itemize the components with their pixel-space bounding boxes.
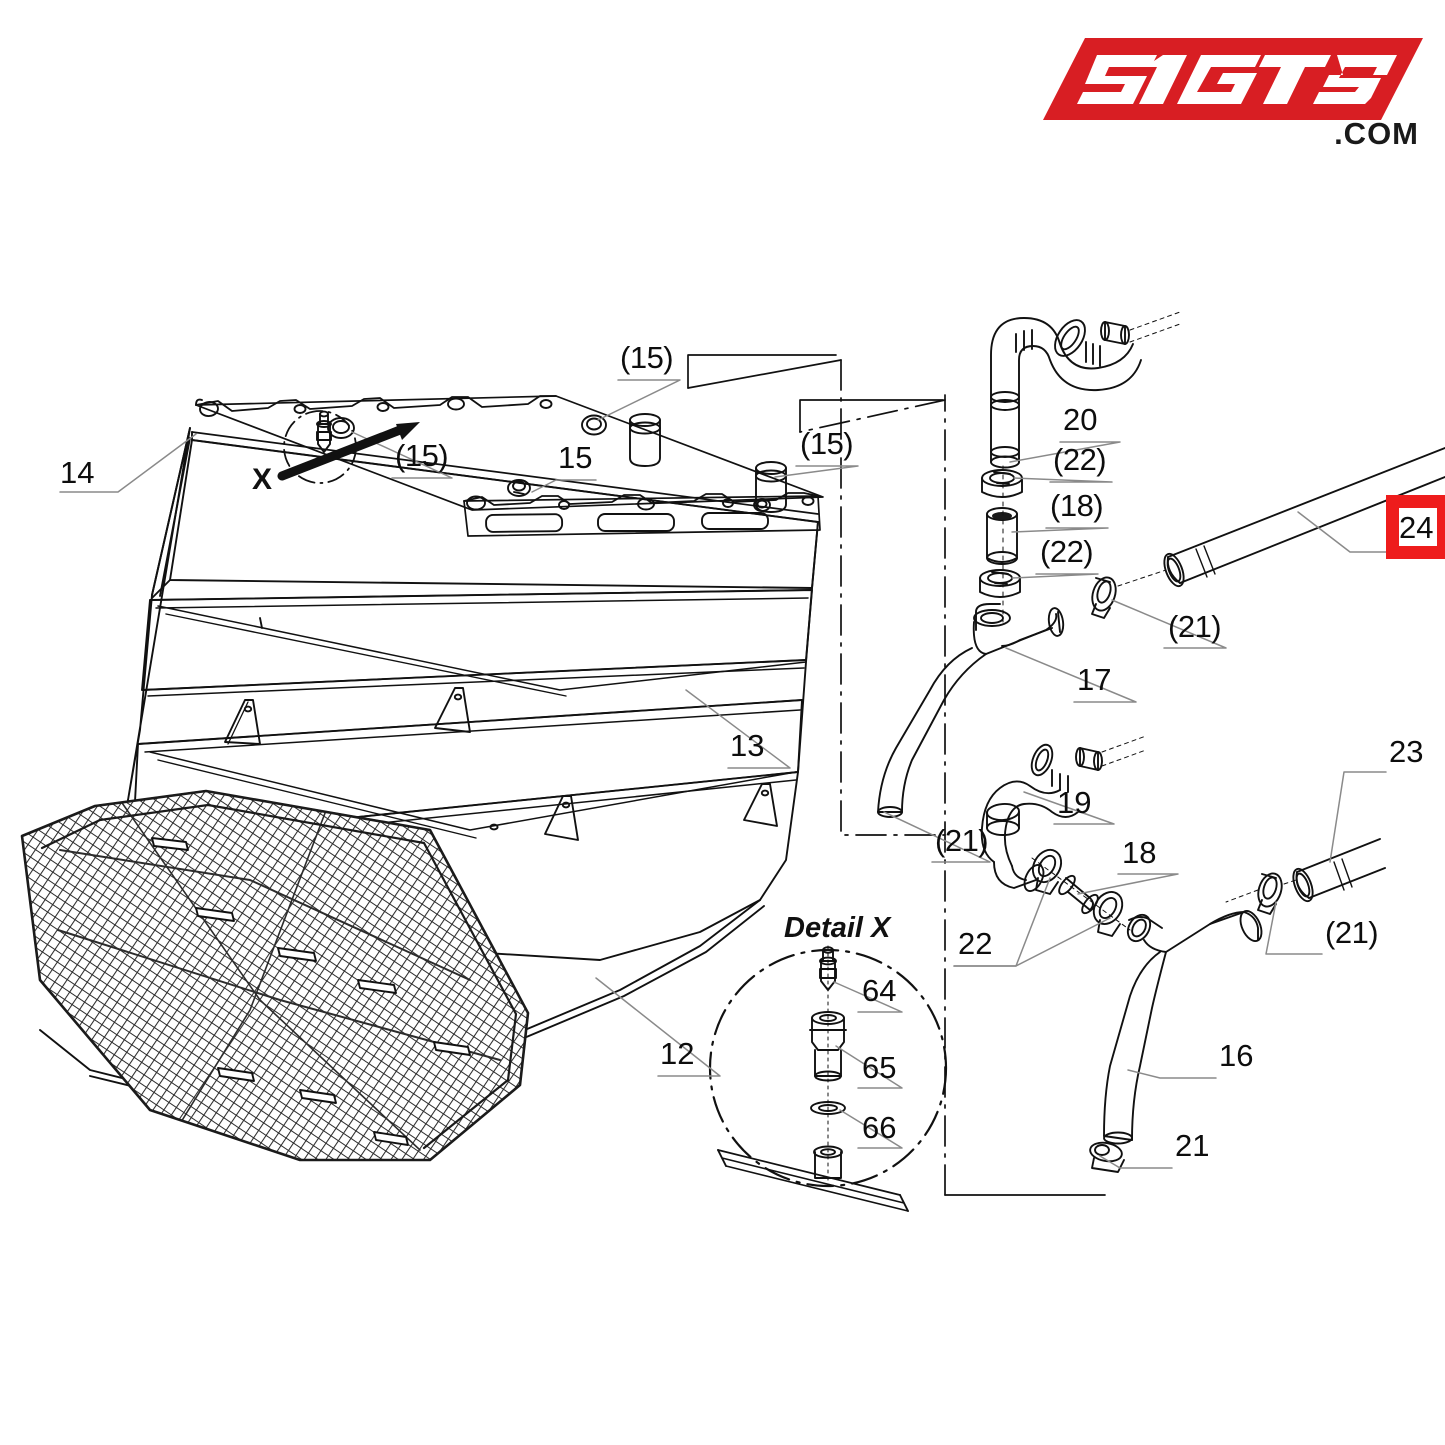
part-callout-18: (18): [1050, 488, 1104, 523]
section-marker-x-tip: [396, 422, 420, 440]
assembly-boundaries: [687, 354, 1106, 1196]
part-callout-15: (15): [395, 438, 449, 473]
connector-stack-lower: [1031, 848, 1131, 937]
part-callout-21: (21): [935, 823, 989, 858]
hose-20-assembly: [990, 311, 1181, 469]
part-callout-23: 23: [1389, 734, 1424, 769]
part-callout-22: (22): [1040, 534, 1094, 569]
part-callout-16: 16: [1219, 1038, 1254, 1073]
part-callout-20: 20: [1063, 402, 1098, 437]
part-callout-18: 18: [1122, 835, 1157, 870]
grille-mesh-screen: [20, 789, 530, 1162]
hose-16: [1089, 909, 1263, 1173]
clamp-21-upper: [1091, 569, 1167, 619]
grommet-parts-15: [316, 410, 787, 513]
logo-51gt3-mark: [1043, 38, 1423, 120]
section-letter-x: X: [252, 463, 273, 496]
section-marker-x: [277, 425, 405, 481]
part-callout-21: 21: [1175, 1128, 1210, 1163]
part-callout-66: 66: [862, 1110, 897, 1145]
part-callout-19: 19: [1057, 785, 1092, 820]
connector-stack-22-18-22: [979, 465, 1023, 623]
filler-neck-left: [629, 413, 661, 467]
part-callout-13: 13: [730, 728, 765, 763]
part-callout-22: (22): [1053, 442, 1107, 477]
leader-lines: [59, 379, 1397, 1169]
part-callout-65: 65: [862, 1050, 897, 1085]
part-callout-24: 24: [1399, 510, 1434, 545]
pipe-23: [1225, 838, 1386, 915]
brand-logo: .COM: [1025, 20, 1425, 151]
detail-x-title: Detail X: [784, 912, 891, 944]
part-callout-14: 14: [60, 455, 95, 490]
part-callout-12: 12: [660, 1036, 695, 1071]
part-callout-21: (21): [1168, 609, 1222, 644]
part-callout-22: 22: [958, 926, 993, 961]
logo-dotcom-text: .COM: [1334, 116, 1419, 151]
radiator-duct-assembly: [20, 395, 824, 1162]
part-callout-64: 64: [862, 973, 897, 1008]
part-callout-15: 15: [558, 440, 593, 475]
pipe-24: [1163, 447, 1445, 588]
highlight-box-part-24: [1386, 495, 1445, 559]
part-callout-15: (15): [620, 340, 674, 375]
part-callout-21: (21): [1325, 915, 1379, 950]
hose-17: [877, 603, 1065, 818]
filler-neck-right: [753, 461, 787, 513]
part-callout-17: 17: [1077, 662, 1112, 697]
part-callout-15: (15): [800, 426, 854, 461]
